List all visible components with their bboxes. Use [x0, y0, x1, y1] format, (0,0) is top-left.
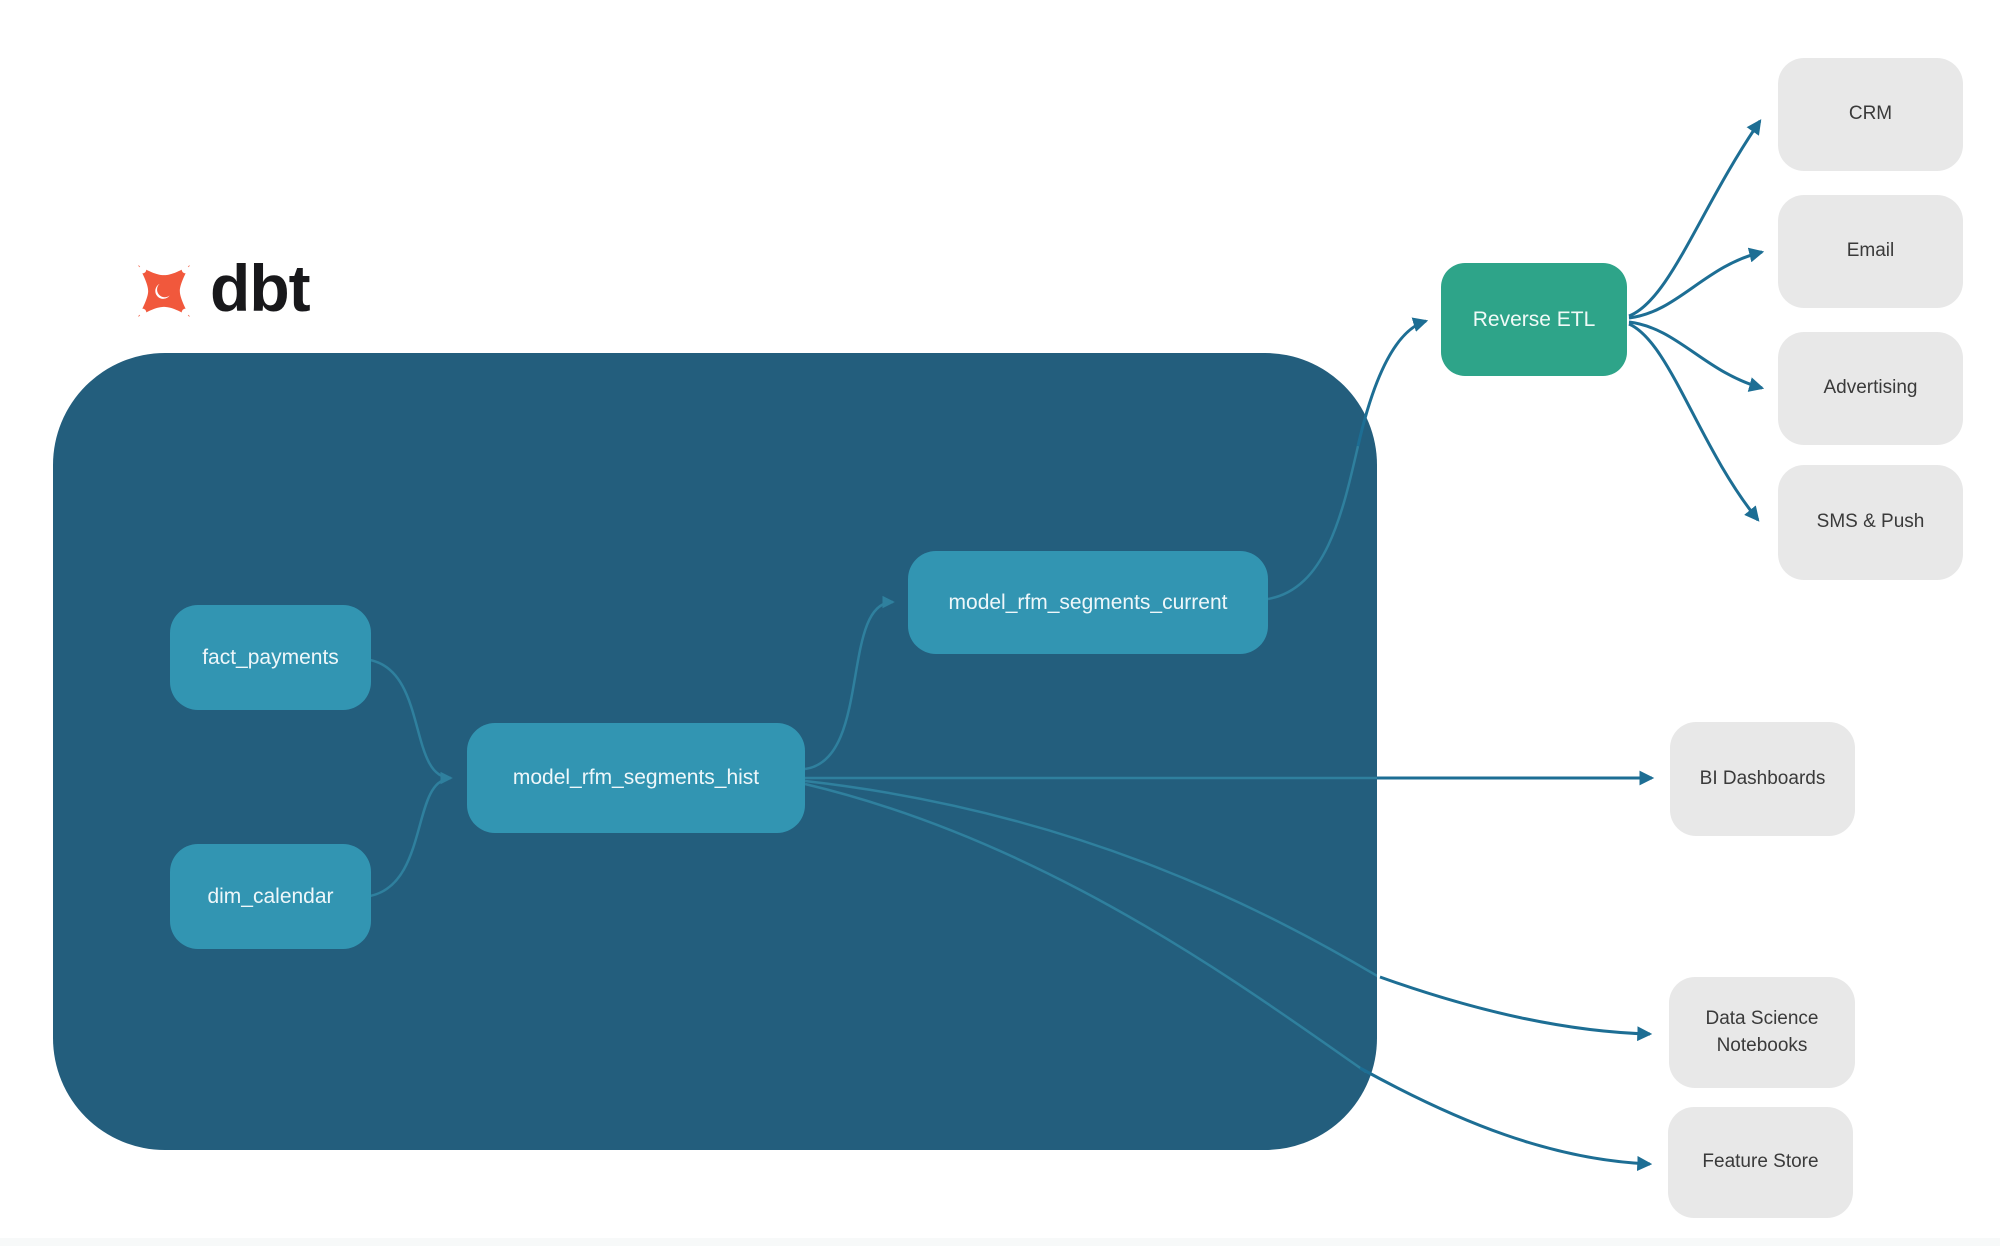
node-email: Email [1778, 195, 1963, 308]
node-dim-calendar-label: dim_calendar [207, 884, 334, 908]
node-feature-store-label: Feature Store [1702, 1151, 1819, 1173]
node-email-label: Email [1846, 240, 1895, 262]
node-crm: CRM [1778, 58, 1963, 171]
node-dim-calendar: dim_calendar [170, 844, 371, 949]
node-fact-payments-label: fact_payments [202, 645, 339, 669]
bottom-section-edge [0, 1238, 2000, 1246]
edge-etl-to-email [1628, 247, 1765, 320]
node-feature-store: Feature Store [1668, 1107, 1853, 1218]
node-data-science-notebooks-label: Data Science Notebooks [1705, 1007, 1819, 1056]
edge-to-feature-store [1359, 1066, 1653, 1171]
edge-etl-to-crm [1628, 119, 1762, 318]
dbt-logo: dbt [128, 251, 311, 330]
node-model-rfm-segments-current: model_rfm_segments_current [908, 551, 1268, 654]
node-reverse-etl-label: Reverse ETL [1472, 307, 1596, 331]
node-model-rfm-segments-hist: model_rfm_segments_hist [467, 723, 805, 833]
node-reverse-etl: Reverse ETL [1441, 263, 1627, 376]
node-sms-push-label: SMS & Push [1816, 511, 1925, 533]
node-bi-dashboards: BI Dashboards [1670, 722, 1855, 836]
node-bi-dashboards-label: BI Dashboards [1699, 767, 1826, 789]
node-advertising-label: Advertising [1823, 377, 1918, 399]
node-model-rfm-segments-current-label: model_rfm_segments_current [948, 590, 1228, 614]
node-sms-push: SMS & Push [1778, 465, 1963, 580]
edge-to-ds-notebooks [1379, 975, 1653, 1042]
dbt-wordmark: dbt [210, 251, 311, 325]
node-model-rfm-segments-hist-label: model_rfm_segments_hist [512, 766, 760, 790]
node-data-science-notebooks: Data Science Notebooks [1669, 977, 1855, 1088]
dbt-logo-icon [138, 265, 190, 317]
node-advertising: Advertising [1778, 332, 1963, 445]
node-fact-payments: fact_payments [170, 605, 371, 710]
edge-etl-to-advertising [1628, 320, 1765, 392]
node-crm-label: CRM [1848, 103, 1893, 125]
edge-etl-to-sms-push [1628, 322, 1760, 522]
